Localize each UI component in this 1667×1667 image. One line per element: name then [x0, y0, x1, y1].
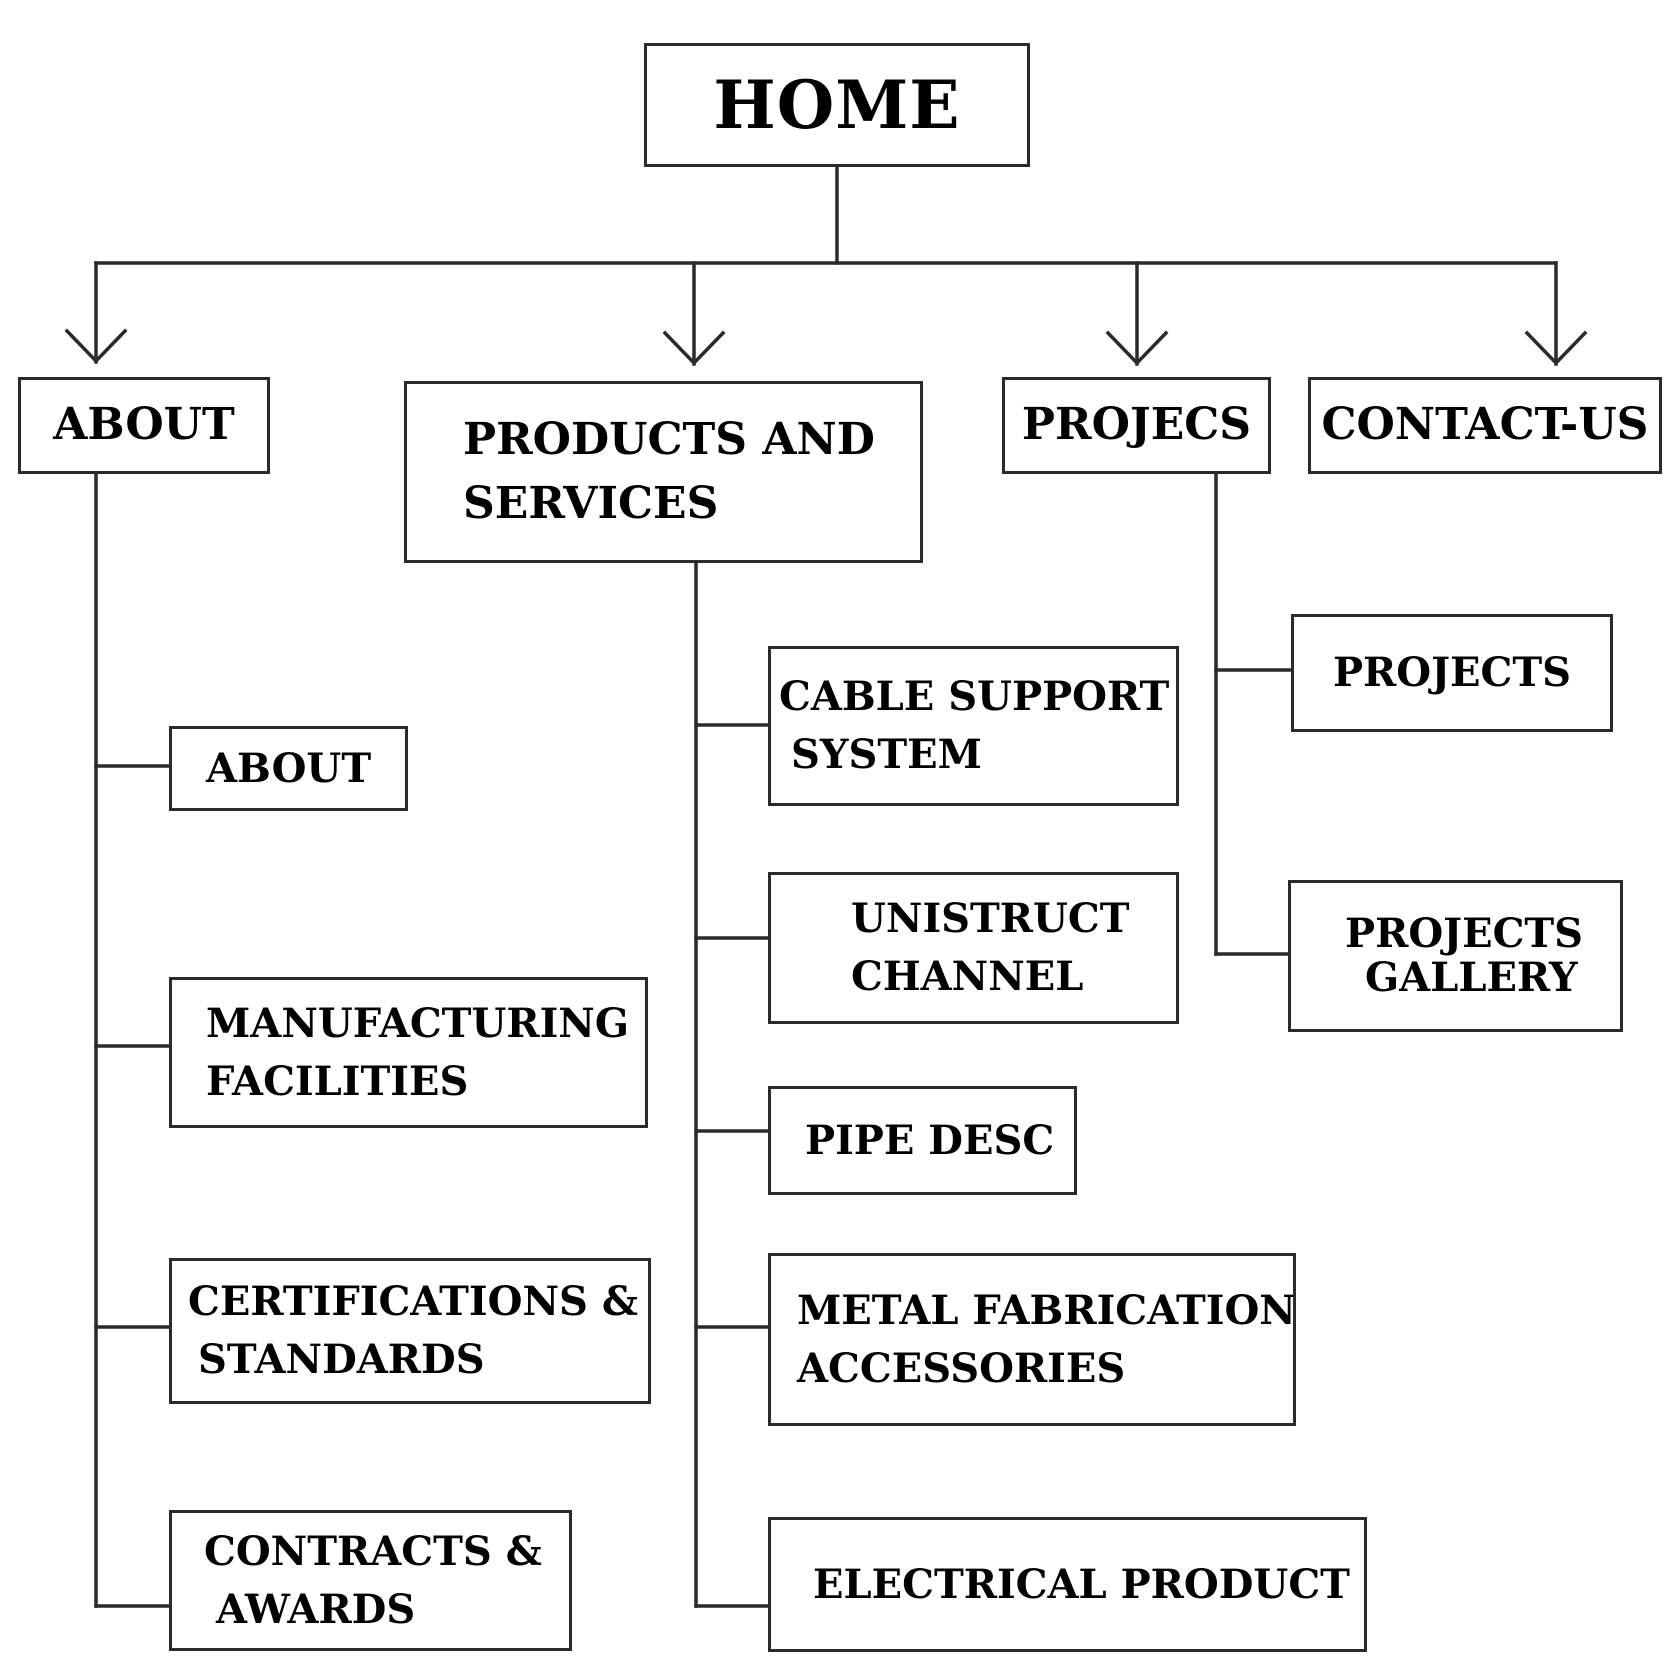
node-metal-label-line1: METAL FABRICATION [797, 1286, 1296, 1334]
node-projecs[interactable]: PROJECS [1002, 377, 1271, 474]
node-about-page-label: ABOUT [206, 744, 372, 792]
node-cable-support-system[interactable]: CABLE SUPPORT SYSTEM [768, 646, 1179, 806]
node-unistruct-label-line1: UNISTRUCT [851, 895, 1130, 942]
arrowhead-about-icon [64, 328, 128, 364]
node-cable-label-line1: CABLE SUPPORT [779, 673, 1170, 720]
node-gallery-label-line1: PROJECTS [1345, 910, 1584, 957]
node-certifications-label-line1: CERTIFICATIONS & [188, 1278, 638, 1325]
node-manufacturing-facilities[interactable]: MANUFACTURING FACILITIES [169, 977, 648, 1128]
node-certifications-standards[interactable]: CERTIFICATIONS & STANDARDS [169, 1258, 651, 1404]
node-products-and-services[interactable]: PRODUCTS AND SERVICES [404, 381, 923, 563]
arrowhead-products-icon [662, 330, 726, 366]
node-certifications-label-line2: STANDARDS [198, 1336, 485, 1383]
arrowhead-projecs-icon [1105, 330, 1169, 366]
node-contact-us-label: CONTACT-US [1321, 399, 1649, 451]
node-cable-label-line2: SYSTEM [791, 731, 982, 778]
node-metal-fabrication-accessories[interactable]: METAL FABRICATION ACCESSORIES [768, 1253, 1296, 1426]
node-contracts-awards[interactable]: CONTRACTS & AWARDS [169, 1510, 572, 1651]
node-about-label: ABOUT [53, 399, 235, 451]
node-about-page[interactable]: ABOUT [169, 726, 408, 811]
node-contracts-label-line1: CONTRACTS & [204, 1527, 542, 1575]
node-projects-label: PROJECTS [1332, 649, 1572, 697]
node-gallery-label-line2: GALLERY [1365, 954, 1578, 1001]
node-electrical-label: ELECTRICAL PRODUCT [813, 1560, 1350, 1608]
node-products-label-line2: SERVICES [463, 478, 719, 529]
node-home[interactable]: HOME [644, 43, 1030, 167]
node-projecs-label: PROJECS [1021, 399, 1252, 451]
node-pipe-desc-label: PIPE DESC [805, 1116, 1055, 1164]
node-unistruct-label-line2: CHANNEL [851, 953, 1084, 1000]
node-products-label-line1: PRODUCTS AND [463, 414, 875, 466]
node-contact-us[interactable]: CONTACT-US [1308, 377, 1662, 474]
node-manufacturing-label-line1: MANUFACTURING [206, 999, 630, 1047]
node-home-label: HOME [713, 65, 961, 144]
node-manufacturing-label-line2: FACILITIES [206, 1057, 469, 1105]
node-unistruct-channel[interactable]: UNISTRUCT CHANNEL [768, 872, 1179, 1024]
node-about[interactable]: ABOUT [18, 377, 270, 474]
node-pipe-desc[interactable]: PIPE DESC [768, 1086, 1077, 1195]
arrowhead-contact-icon [1524, 330, 1588, 366]
node-contracts-label-line2: AWARDS [216, 1585, 416, 1633]
node-metal-label-line2: ACCESSORIES [797, 1344, 1126, 1392]
node-projects[interactable]: PROJECTS [1291, 614, 1613, 732]
node-electrical-product[interactable]: ELECTRICAL PRODUCT [768, 1517, 1367, 1652]
node-projects-gallery[interactable]: PROJECTS GALLERY [1288, 880, 1623, 1032]
